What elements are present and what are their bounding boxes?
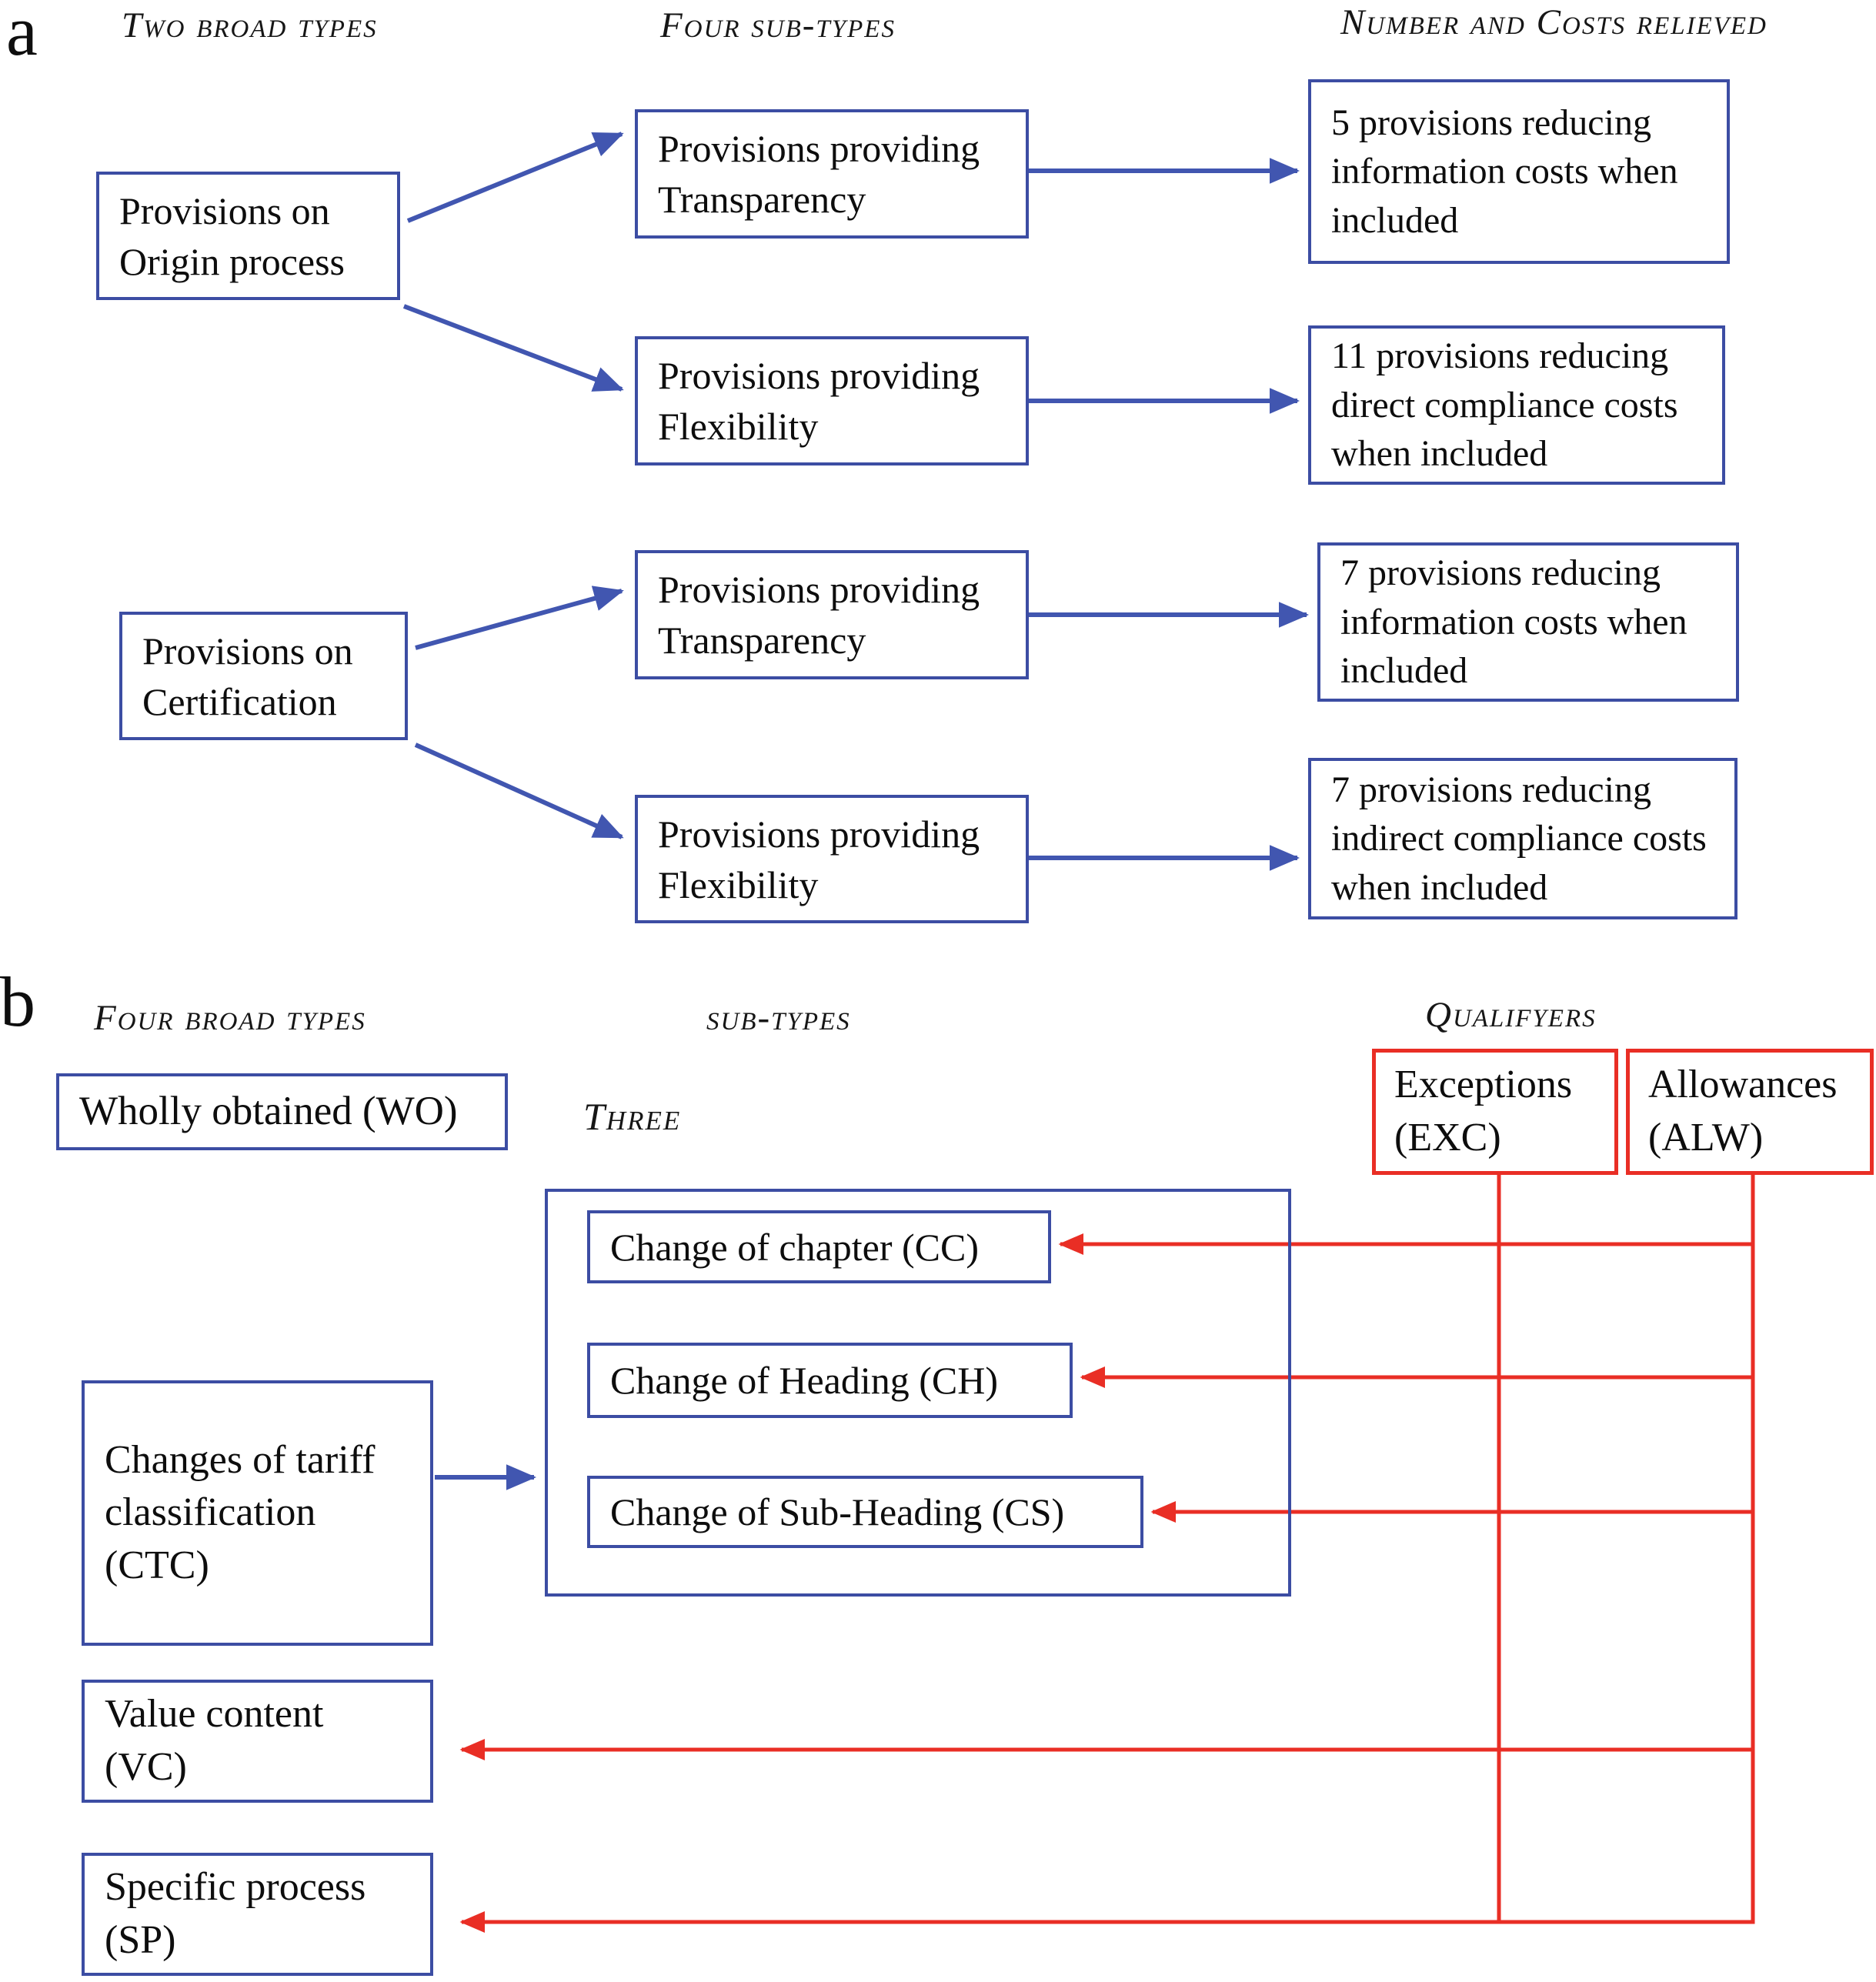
ctc-subtypes-container (545, 1189, 1291, 1597)
node-provisions-certification: Provisions on Certification (119, 612, 408, 740)
arrow-cert-to-flexibility (414, 742, 624, 839)
panel-a-header-number-costs: Number and Costs relieved (1340, 2, 1768, 42)
node-wholly-obtained: Wholly obtained (WO) (56, 1073, 508, 1150)
three-subtypes-note: Three (583, 1095, 682, 1138)
arrow-origin-to-transparency (406, 132, 624, 223)
node-label: Change of Heading (CH) (610, 1359, 999, 1402)
node-label: 7 provisions reducing information costs … (1340, 552, 1687, 692)
node-label: Provisions providing Flexibility (658, 354, 980, 448)
node-change-of-sub-heading: Change of Sub-Heading (CS) (587, 1476, 1143, 1548)
node-transparency-origin: Provisions providing Transparency (635, 109, 1029, 239)
node-changes-tariff-classification: Changes of tariff classification (CTC) (82, 1380, 433, 1646)
node-value-content: Value content (VC) (82, 1680, 433, 1803)
node-flexibility-origin: Provisions providing Flexibility (635, 336, 1029, 465)
node-label: 7 provisions reducing indirect complianc… (1331, 769, 1707, 908)
node-allowances-qualifier: Allowances (ALW) (1626, 1049, 1874, 1175)
panel-b-label: b (0, 963, 35, 1041)
arrow-origin-to-flexibility (402, 304, 624, 392)
node-label: Provisions providing Transparency (658, 568, 980, 662)
node-label: Value content (VC) (105, 1692, 324, 1789)
node-label: Exceptions (EXC) (1394, 1063, 1573, 1160)
node-label: Provisions on Origin process (119, 189, 345, 283)
node-outcome-direct-compliance-11: 11 provisions reducing direct compliance… (1308, 325, 1725, 485)
node-label: Specific process (SP) (105, 1865, 366, 1962)
node-label: Change of chapter (CC) (610, 1225, 980, 1269)
panel-b-header-broad-types: Four broad types (94, 998, 366, 1038)
panel-a-header-broad-types: Two broad types (122, 5, 378, 45)
node-label: Allowances (ALW) (1648, 1063, 1838, 1160)
node-flexibility-certification: Provisions providing Flexibility (635, 795, 1029, 923)
node-change-of-chapter: Change of chapter (CC) (587, 1210, 1051, 1283)
node-label: Provisions providing Transparency (658, 127, 980, 221)
node-label: Provisions providing Flexibility (658, 812, 980, 906)
arrow-cert-to-transparency (415, 586, 624, 650)
panel-b-header-qualifyers: Qualifyers (1425, 995, 1597, 1035)
node-outcome-information-costs-5: 5 provisions reducing information costs … (1308, 79, 1730, 264)
node-label: Provisions on Certification (142, 629, 353, 723)
node-label: 5 provisions reducing information costs … (1331, 102, 1678, 241)
node-label: Changes of tariff classification (CTC) (105, 1437, 376, 1587)
node-transparency-certification: Provisions providing Transparency (635, 550, 1029, 679)
node-label: Change of Sub-Heading (CS) (610, 1490, 1065, 1533)
node-provisions-origin-process: Provisions on Origin process (96, 172, 400, 300)
node-label: 11 provisions reducing direct compliance… (1331, 335, 1678, 475)
panel-a-label: a (6, 0, 38, 70)
panel-b-header-sub-types: sub-types (706, 998, 851, 1038)
node-exceptions-qualifier: Exceptions (EXC) (1372, 1049, 1618, 1175)
node-specific-process: Specific process (SP) (82, 1853, 433, 1976)
node-change-of-heading: Change of Heading (CH) (587, 1343, 1073, 1418)
node-outcome-information-costs-7: 7 provisions reducing information costs … (1317, 542, 1739, 702)
node-label: Wholly obtained (WO) (79, 1089, 458, 1134)
panel-a-header-sub-types: Four sub-types (660, 5, 896, 45)
node-outcome-indirect-compliance-7: 7 provisions reducing indirect complianc… (1308, 758, 1737, 919)
